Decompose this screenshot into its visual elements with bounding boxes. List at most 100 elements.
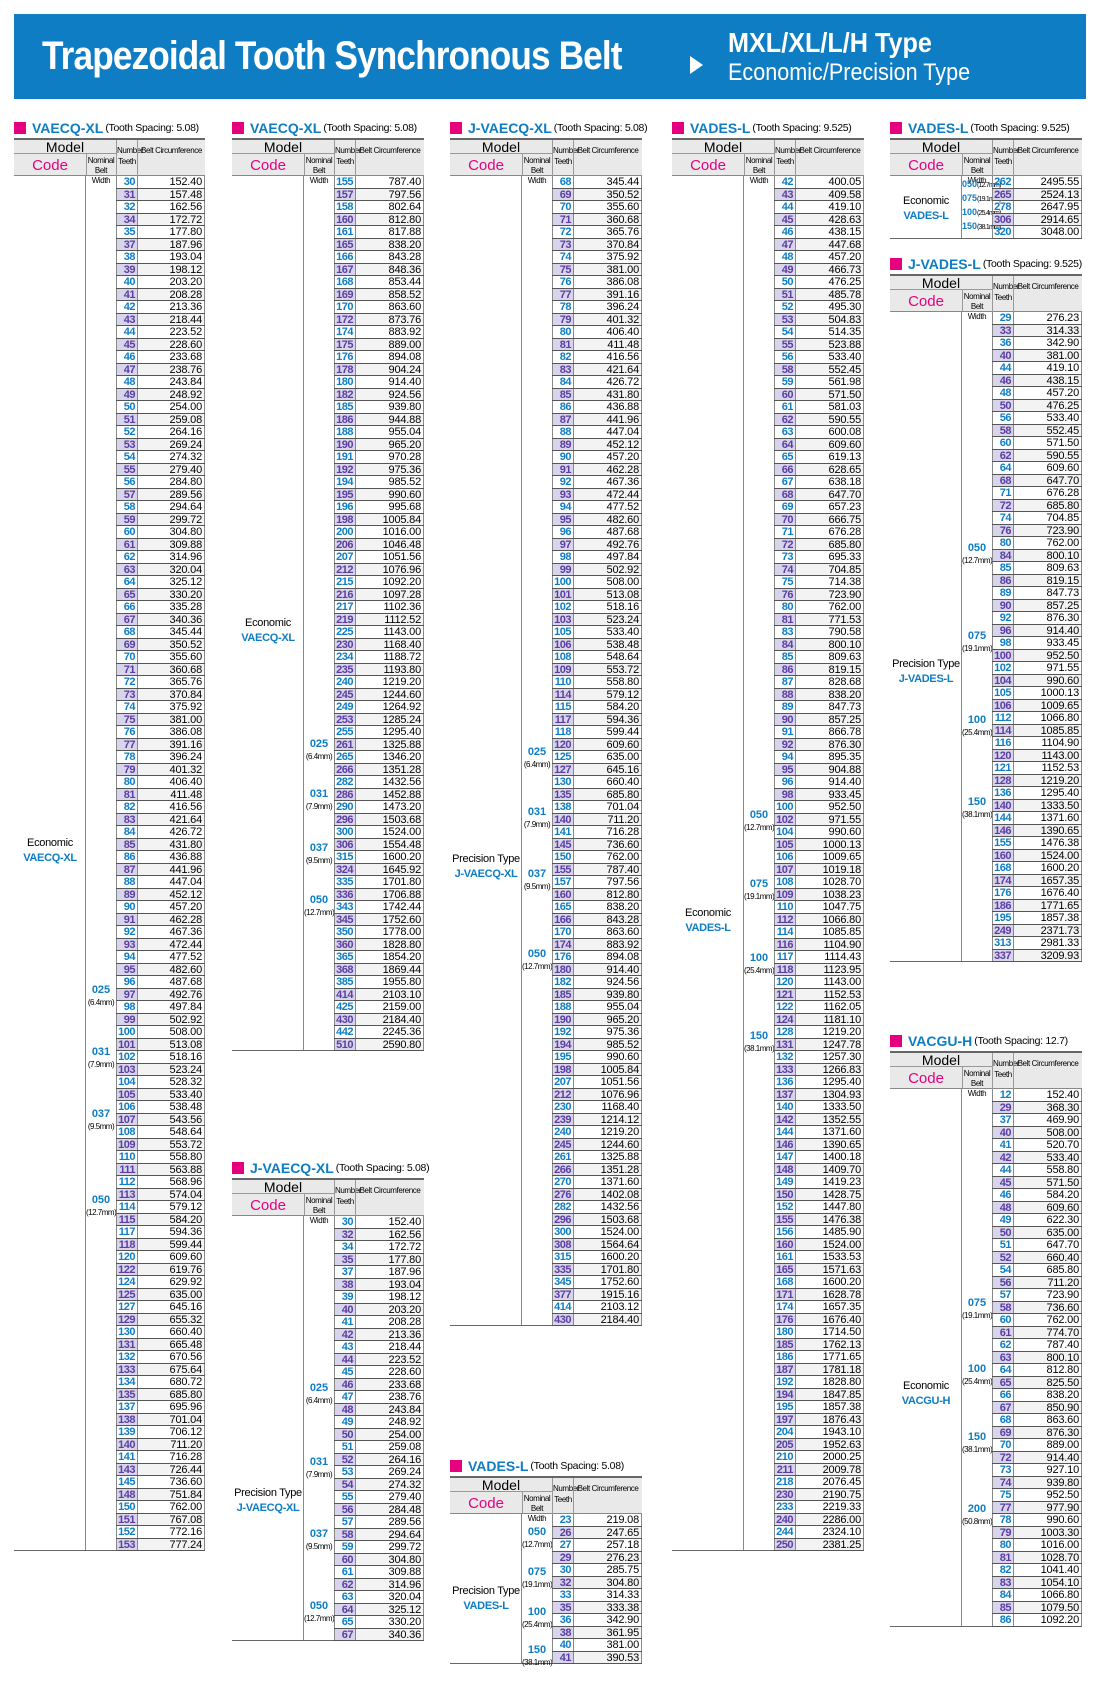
teeth-count: 60 — [116, 526, 137, 538]
circumference: 1066.80 — [1013, 1589, 1082, 1601]
teeth-count: 74 — [116, 701, 137, 713]
model-label: Model — [890, 140, 992, 154]
circumference: 431.80 — [573, 388, 642, 400]
belt-width-option: 050(12.7mm) — [962, 180, 1001, 190]
teeth-count: 59 — [774, 376, 795, 388]
belt-width-option: 050(12.7mm) — [522, 948, 553, 972]
teeth-count: 106 — [774, 851, 795, 863]
teeth-count: 194 — [334, 476, 355, 488]
teeth-count: 55 — [334, 1491, 355, 1503]
belt-width-option: 037(9.5mm) — [522, 868, 552, 892]
teeth-count: 270 — [552, 1176, 573, 1188]
width-column: 025(6.4mm)031(7.9mm)037(9.5mm)050(12.7mm… — [522, 176, 553, 1325]
teeth-count: 62 — [992, 449, 1013, 461]
teeth-count: 42 — [992, 1151, 1013, 1163]
width-mm: (7.9mm) — [305, 802, 333, 811]
circumference: 1432.56 — [355, 776, 424, 788]
teeth-count: 80 — [552, 326, 573, 338]
circumference: 1019.18 — [795, 863, 864, 875]
nominal-belt-width-label: Nominal Belt Width — [523, 1494, 551, 1523]
teeth-count: 143 — [116, 1463, 137, 1475]
teeth-count: 100 — [992, 649, 1013, 661]
circumference: 1952.63 — [795, 1438, 864, 1450]
circumference: 680.72 — [137, 1376, 205, 1388]
magenta-square-icon — [14, 122, 26, 134]
teeth-count: 196 — [334, 501, 355, 513]
circumference: 320.04 — [137, 563, 205, 575]
teeth-count: 72 — [992, 499, 1013, 511]
circumference: 1244.60 — [573, 1138, 642, 1150]
circumference: 466.73 — [795, 263, 864, 275]
circumference: 894.08 — [573, 951, 642, 963]
circumference: 1955.80 — [355, 976, 424, 988]
teeth-count: 38 — [334, 1278, 355, 1290]
circumference: 904.88 — [795, 763, 864, 775]
circumference: 152.40 — [137, 176, 205, 188]
teeth-count: 31 — [116, 188, 137, 200]
teeth-count: 47 — [116, 363, 137, 375]
teeth-count: 168 — [774, 1276, 795, 1288]
circumference: 1168.40 — [573, 1101, 642, 1113]
circumference: 952.50 — [1013, 1489, 1082, 1501]
circumference: 970.28 — [355, 451, 424, 463]
teeth-count: 55 — [774, 338, 795, 350]
teeth-count: 69 — [116, 638, 137, 650]
circumference: 797.56 — [573, 876, 642, 888]
teeth-count: 99 — [552, 563, 573, 575]
circumference: 279.40 — [137, 463, 205, 475]
belt-width-option: 075(19.1mm) — [962, 1297, 993, 1321]
teeth-count: 108 — [774, 876, 795, 888]
circumference: 1244.60 — [355, 688, 424, 700]
code-label: Code — [32, 157, 68, 174]
circumference: 1533.53 — [795, 1251, 864, 1263]
teeth-count: 296 — [552, 1213, 573, 1225]
circumference: 1600.20 — [573, 1251, 642, 1263]
teeth-count: 137 — [774, 1088, 795, 1100]
teeth-count: 91 — [552, 463, 573, 475]
circumference: 838.20 — [355, 238, 424, 250]
teeth-count: 245 — [552, 1138, 573, 1150]
teeth-count: 39 — [116, 263, 137, 275]
circumference: 492.76 — [573, 538, 642, 550]
tooth-spacing: (Tooth Spacing: 5.08) — [530, 1460, 624, 1472]
teeth-count: 93 — [116, 938, 137, 950]
circumference: 1247.78 — [795, 1038, 864, 1050]
circumference: 401.32 — [573, 313, 642, 325]
teeth-count: 129 — [116, 1313, 137, 1325]
circumference: 1554.48 — [355, 838, 424, 850]
circumference: 1143.00 — [355, 626, 424, 638]
teeth-count: 67 — [116, 613, 137, 625]
teeth-count: 188 — [334, 426, 355, 438]
circumference: 325.12 — [355, 1603, 424, 1615]
teeth-count: 81 — [116, 788, 137, 800]
teeth-count: 176 — [774, 1313, 795, 1325]
width-code: 031 — [309, 788, 329, 800]
teeth-count: 156 — [774, 1226, 795, 1238]
